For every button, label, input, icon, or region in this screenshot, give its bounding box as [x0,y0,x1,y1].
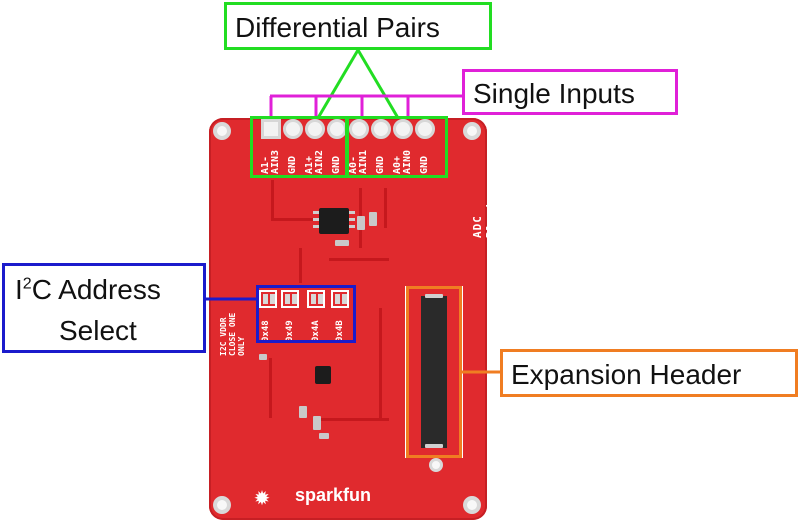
chip-pin [313,225,319,228]
header-pin-1 [261,119,281,139]
adc-chip [319,208,349,234]
differential-pairs-callout: Differential Pairs [224,2,492,50]
brand-logo: sparkfun [295,485,372,505]
smd-component [369,212,377,226]
connector-latch [425,444,443,448]
header-pin-6 [371,119,391,139]
address-jumper-0x4B [331,290,349,308]
smd-component [319,433,329,439]
chip-pin [349,211,355,214]
chip-pin [349,225,355,228]
header-pin-7 [393,119,413,139]
chip-pin [349,218,355,221]
chip-pin [313,218,319,221]
green-line [356,49,400,119]
trace [319,418,389,421]
address-jumper-0x49 [281,290,299,308]
address-jumper-0x4A [307,290,325,308]
single-inputs-callout: Single Inputs [462,69,678,115]
i2c-jumper-frame [256,285,356,343]
single-inputs-label: Single Inputs [473,78,635,109]
smd-component [335,240,349,246]
smd-component [357,216,365,230]
i2c-address-label-line1: I2C Address [15,274,161,305]
trace [384,188,387,228]
mounting-hole [463,496,481,514]
trace [271,180,274,220]
gear-icon: ✹ [253,488,271,510]
i2c-address-label-line2: Select [59,315,137,346]
expansion-header-frame [406,286,462,458]
header-pin-5 [349,119,369,139]
mounting-hole [429,458,443,472]
expansion-header-label: Expansion Header [511,359,742,390]
differential-pair-frame-2 [346,116,448,178]
mounting-hole [463,122,481,140]
mounting-hole [213,122,231,140]
smd-component [299,406,307,418]
expansion-header-callout: Expansion Header [500,349,798,397]
trace [269,358,272,418]
ic-small [315,366,331,384]
i2c-address-callout: I2C Address Select [2,263,206,353]
address-jumper-0x48 [259,290,277,308]
differential-pair-frame-1 [250,116,348,178]
trace [329,258,389,261]
differential-pairs-label: Differential Pairs [235,12,440,43]
trace [271,218,331,221]
smd-component [313,416,321,430]
smd-component [259,354,267,360]
expansion-connector [421,296,447,448]
chip-pin [313,211,319,214]
connector-latch [425,294,443,298]
header-pin-3 [305,119,325,139]
mounting-hole [213,496,231,514]
header-pin-2 [283,119,303,139]
pcb-board: A1-AIN3 GND A1+AIN2 GND A0-AIN1 GND A0+A… [209,118,497,520]
green-line [316,49,360,119]
header-pin-8 [415,119,435,139]
trace [299,248,302,283]
trace [379,308,382,418]
